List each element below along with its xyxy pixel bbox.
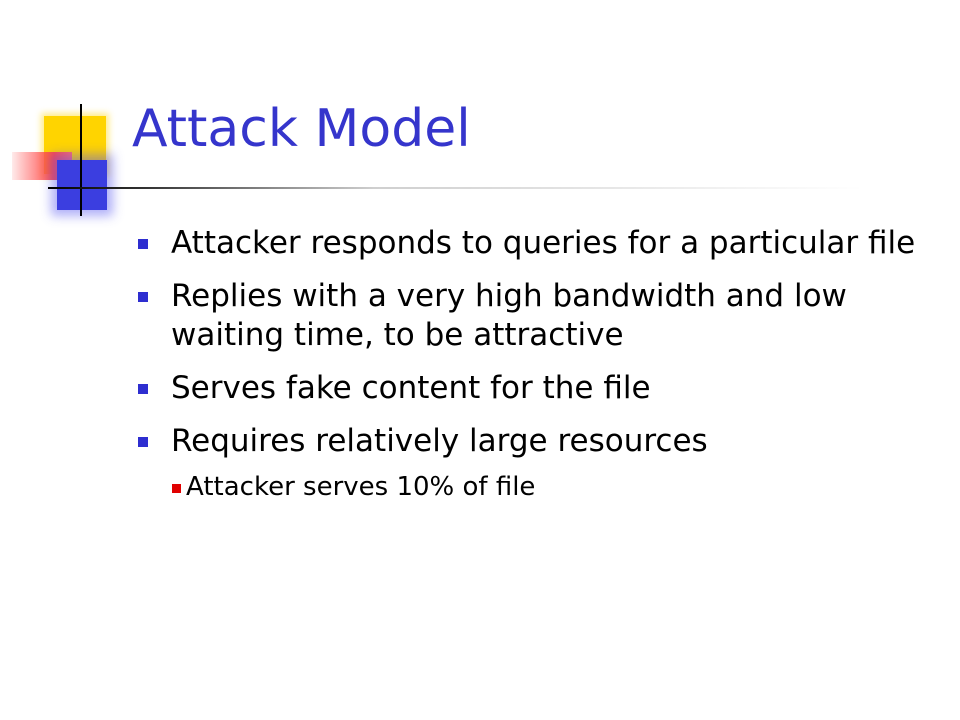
slide-title: Attack Model	[132, 99, 471, 159]
bullet-square-icon	[138, 239, 148, 249]
bullet-text: Serves fake content for the file	[171, 370, 651, 406]
sub-bullet-text: Attacker serves 10% of file	[186, 472, 536, 502]
bullet-text: Attacker responds to queries for a parti…	[171, 225, 916, 261]
ornament-blue-square	[57, 160, 107, 210]
sub-bullet-square-icon	[172, 484, 181, 493]
bullet-text: Replies with a very high bandwidth and l…	[171, 278, 847, 353]
ornament-vertical-line	[80, 104, 82, 216]
bullet-square-icon	[138, 384, 148, 394]
bullet-item: Serves fake content for the file	[136, 369, 936, 408]
bullet-square-icon	[138, 437, 148, 447]
bullet-item: Requires relatively large resources	[136, 422, 936, 461]
bullet-square-icon	[138, 292, 148, 302]
bullet-item: Attacker responds to queries for a parti…	[136, 224, 936, 263]
title-underline	[48, 187, 863, 189]
bullet-text: Requires relatively large resources	[171, 423, 708, 459]
sub-bullet-item: Attacker serves 10% of file	[136, 471, 936, 503]
bullet-item: Replies with a very high bandwidth and l…	[136, 277, 936, 355]
bullet-list: Attacker responds to queries for a parti…	[136, 224, 936, 503]
